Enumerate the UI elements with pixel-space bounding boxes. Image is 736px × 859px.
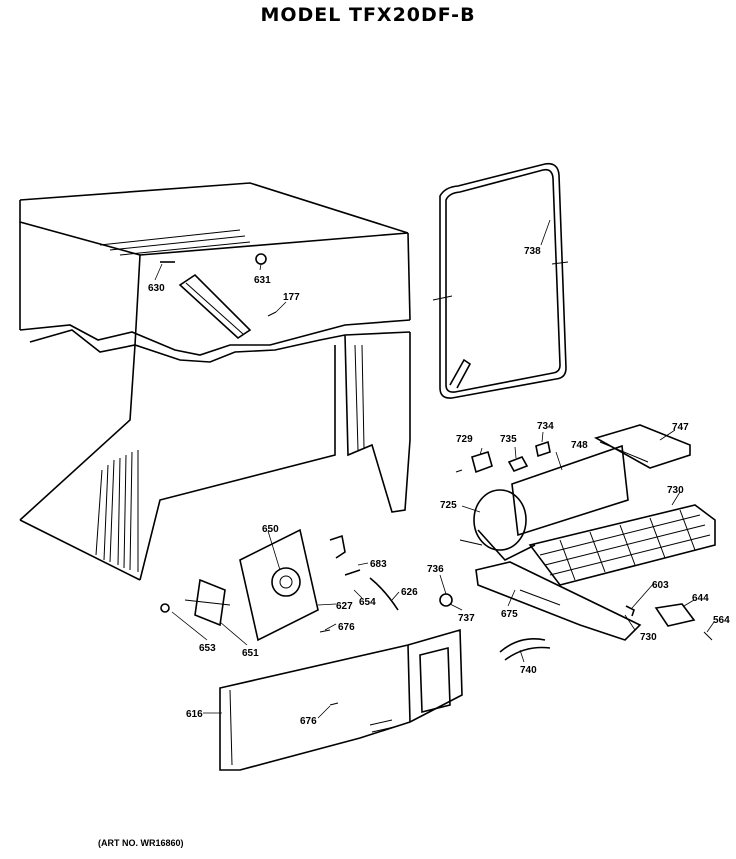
callout-651: 651 <box>242 648 259 659</box>
callout-748: 748 <box>571 440 588 451</box>
callout-654: 654 <box>359 597 376 608</box>
condenser-fan-shroud <box>511 424 691 537</box>
callout-676: 676 <box>338 622 355 633</box>
relay-overload <box>455 440 551 474</box>
callout-603: 603 <box>652 580 669 591</box>
callout-653: 653 <box>199 643 216 654</box>
callout-738: 738 <box>524 246 541 257</box>
callout-736: 736 <box>427 564 444 575</box>
leader-lines <box>154 219 715 719</box>
callout-676-lower: 676 <box>300 716 317 727</box>
callout-734: 734 <box>537 421 554 432</box>
callout-627: 627 <box>336 601 353 612</box>
fan-motor-bracket <box>239 528 399 642</box>
diagram-title: MODEL TFX20DF-B <box>260 4 476 26</box>
callout-730: 730 <box>667 485 684 496</box>
callout-labels: 630 631 177 738 729 735 734 748 747 725 … <box>148 246 730 727</box>
callout-630: 630 <box>148 283 165 294</box>
callout-747: 747 <box>672 422 689 433</box>
callout-725: 725 <box>440 500 457 511</box>
callout-730-lower: 730 <box>640 632 657 643</box>
callout-177: 177 <box>283 292 300 303</box>
callout-644: 644 <box>692 593 709 604</box>
callout-740: 740 <box>520 665 537 676</box>
callout-626: 626 <box>401 587 418 598</box>
door-gasket-frame <box>432 162 569 399</box>
callout-737: 737 <box>458 613 475 624</box>
callout-675: 675 <box>501 609 518 620</box>
callout-631: 631 <box>254 275 271 286</box>
callout-735: 735 <box>500 434 517 445</box>
condenser-coil <box>528 504 716 586</box>
cover-panel <box>219 628 463 771</box>
callout-729: 729 <box>456 434 473 445</box>
base-pan <box>475 561 642 641</box>
fan-blade <box>160 578 231 627</box>
cabinet <box>19 182 411 581</box>
callout-564: 564 <box>713 615 730 626</box>
mounting-parts-right <box>439 593 713 661</box>
art-number: (ART NO. WR16860) <box>98 838 184 848</box>
callout-650: 650 <box>262 524 279 535</box>
callout-616: 616 <box>186 709 203 720</box>
callout-683: 683 <box>370 559 387 570</box>
compressor <box>459 489 536 561</box>
